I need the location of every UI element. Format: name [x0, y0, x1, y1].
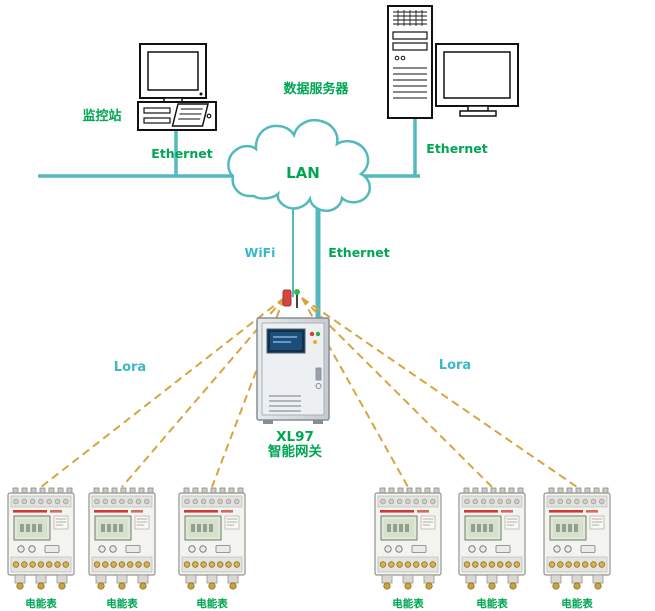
- energy-meter-icon: [458, 487, 526, 590]
- indicator-amber: [313, 340, 317, 344]
- antenna-tip: [294, 289, 300, 295]
- ethernet-bus-lines: [38, 112, 420, 332]
- gateway-model-label: XL97: [276, 429, 314, 445]
- workstation-label: 监控站: [82, 108, 121, 124]
- gateway-name-label: 智能网关: [268, 443, 322, 460]
- meter-label: 电能表: [392, 597, 424, 610]
- indicator-green: [315, 331, 321, 337]
- meter-label: 电能表: [196, 597, 228, 610]
- indicator-red: [309, 331, 315, 337]
- lan-cloud: [227, 119, 371, 212]
- energy-meter-icon: [88, 487, 156, 590]
- lora-right-label: Lora: [439, 358, 471, 373]
- workstation-icon: [137, 43, 217, 131]
- meter-label: 电能表: [476, 597, 508, 610]
- gateway-cabinet-icon: [256, 289, 330, 424]
- lora-line-6: [301, 297, 578, 488]
- lan-label: LAN: [286, 164, 320, 182]
- meter-label: 电能表: [106, 597, 138, 610]
- server-icon: [387, 5, 519, 119]
- ethernet-right-label: Ethernet: [426, 141, 487, 156]
- lora-line-5: [301, 297, 493, 488]
- meter-label: 电能表: [25, 597, 57, 610]
- server-label: 数据服务器: [283, 81, 349, 97]
- energy-meter-icon: [178, 487, 246, 590]
- beacon-antenna-icon: [282, 289, 292, 307]
- meter-label: 电能表: [561, 597, 593, 610]
- lora-line-4: [301, 297, 409, 488]
- wifi-label: WiFi: [245, 245, 276, 260]
- energy-meter-icon: [7, 487, 75, 590]
- ethernet-left-label: Ethernet: [151, 146, 212, 161]
- energy-meter-icon: [374, 487, 442, 590]
- ethernet-down-label: Ethernet: [328, 245, 389, 260]
- lora-line-1: [40, 297, 285, 488]
- keyboard-icon: [171, 103, 209, 127]
- cabinet-handle: [315, 367, 322, 381]
- lora-left-label: Lora: [114, 360, 146, 375]
- energy-meter-icon: [543, 487, 611, 590]
